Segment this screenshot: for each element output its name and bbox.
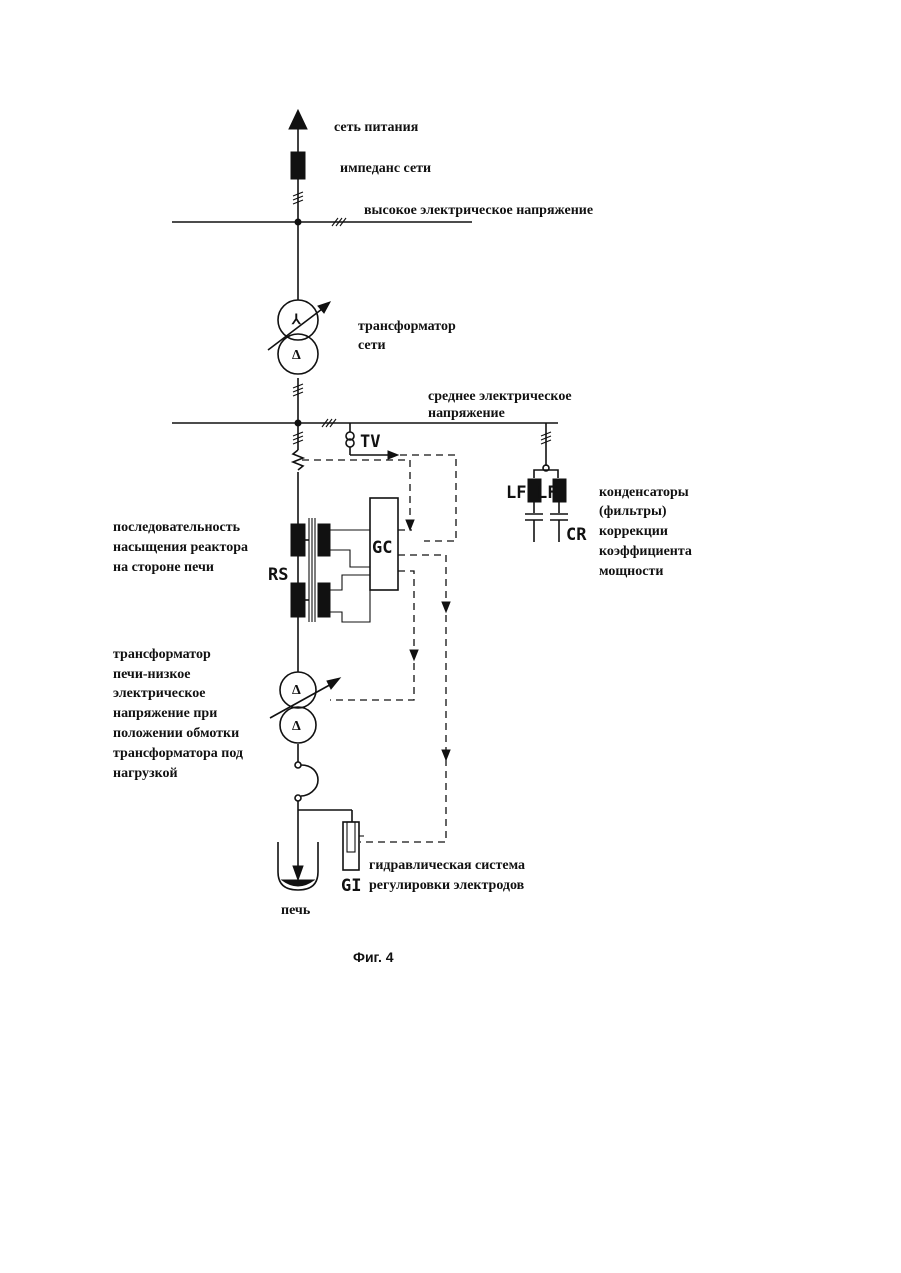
gc-code-label: GC [372,538,392,558]
furnace-transformer-label-5: положении обмотки [113,726,239,741]
capacitors-label-5: мощности [599,564,663,579]
hydraulic-cylinder [343,822,364,870]
hydraulic-system-label-1: гидравлическая система [369,858,525,873]
figure-caption: Фиг. 4 [353,949,394,965]
supply-network-arrow-icon [289,110,307,129]
high-voltage-junction [295,219,301,225]
cr-code-label: CR [566,525,587,545]
control-lines [330,530,450,842]
furnace-transformer-delta-icon-2: Δ [292,719,301,734]
medium-voltage-label-2: напряжение [428,406,505,421]
capacitors-label-1: конденсаторы [599,485,689,500]
hydraulic-system-label-2: регулировки электродов [369,878,525,893]
capacitors-label-3: коррекции [599,524,668,539]
reactor-sequence-label-3: на стороне печи [113,560,214,575]
three-phase-marks [293,192,551,444]
furnace-transformer-delta-icon-1: Δ [292,683,301,698]
capacitors-label-2: (фильтры) [599,504,667,519]
medium-voltage-label-1: среднее электрическое [428,389,572,404]
gi-code-label: GI [341,876,361,896]
network-transformer-label-2: сети [358,338,386,353]
supply-network-label: сеть питания [334,120,419,135]
medium-voltage-junction [295,420,301,426]
furnace-label: печь [281,903,311,918]
lf-code-label-2: LF [537,483,557,503]
rs-code-label: RS [268,565,288,585]
furnace-transformer-label-2: печи-низкое [113,667,190,682]
network-impedance-label: импеданс сети [340,161,431,176]
reactor-sequence-label-2: насыщения реактора [113,540,248,555]
furnace-transformer-label-7: нагрузкой [113,766,178,781]
network-transformer-label-1: трансформатор [358,319,456,334]
network-transformer-delta-icon: Δ [292,348,301,363]
high-voltage-label: высокое электрическое напряжение [364,203,593,218]
lf-code-label-1: LF [506,483,526,503]
furnace-transformer-label-1: трансформатор [113,647,211,662]
furnace-transformer-label-3: электрическое [113,686,205,701]
saturable-reactor-rs [291,518,370,622]
network-transformer-star-icon: ⅄ [291,313,302,328]
current-sensor-zigzag [293,450,303,470]
furnace-transformer-label-6: трансформатора под [113,746,243,761]
network-impedance-block [291,152,305,179]
furnace-transformer [270,672,340,743]
capacitors-label-4: коэффициента [599,544,692,559]
reactor-sequence-label-1: последовательность [113,520,241,535]
tv-code-label: TV [360,432,380,452]
furnace-transformer-label-4: напряжение при [113,706,217,721]
